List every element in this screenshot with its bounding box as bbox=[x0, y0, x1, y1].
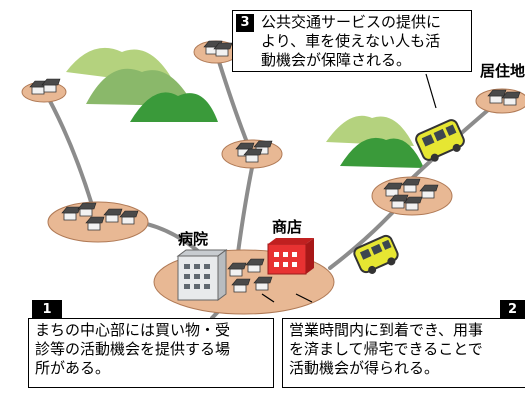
house-icon bbox=[501, 91, 521, 106]
callout-3-line-2: より、車を使えない人も活 bbox=[261, 32, 441, 50]
leader-lines bbox=[261, 73, 437, 303]
leader-line-3 bbox=[425, 73, 437, 109]
house-icon bbox=[85, 216, 105, 231]
mountains-right bbox=[326, 115, 424, 168]
shop-icon bbox=[267, 238, 314, 275]
callout-2-number: 2 bbox=[500, 300, 525, 320]
house-icon bbox=[41, 78, 61, 93]
mountains-left bbox=[66, 47, 218, 122]
houses bbox=[29, 40, 521, 293]
house-icon bbox=[419, 184, 439, 199]
house-icon bbox=[119, 210, 139, 225]
house-icon bbox=[245, 258, 265, 273]
callout-1-line-2: 診等の活動機会を提供する場 bbox=[35, 340, 231, 358]
callout-2: 営業時間内に到着でき、用事 を済まして帰宅できることで 活動機会が得られる。 bbox=[282, 318, 525, 388]
callout-3-line-3: 動機会が保障される。 bbox=[261, 51, 412, 69]
house-icon bbox=[243, 148, 263, 163]
hospital-icon bbox=[176, 249, 228, 301]
leader-line-2 bbox=[295, 293, 313, 303]
house-icon bbox=[227, 262, 247, 277]
house-icon bbox=[103, 208, 123, 223]
leader-line-1 bbox=[261, 293, 275, 303]
callout-2-line-2: を済まして帰宅できることで bbox=[289, 340, 483, 358]
mountain-icon bbox=[340, 137, 424, 168]
callout-1-line-3: 所がある。 bbox=[35, 359, 111, 377]
road bbox=[42, 88, 94, 207]
bus-icon bbox=[415, 119, 465, 162]
house-icon bbox=[487, 89, 507, 104]
callout-3-number: 3 bbox=[236, 14, 254, 32]
callout-2-line-3: 活動機会が得られる。 bbox=[289, 359, 440, 377]
callout-1: まちの中心部には買い物・受 診等の活動機会を提供する場 所がある。 bbox=[28, 318, 274, 388]
house-icon bbox=[403, 196, 423, 211]
house-icon bbox=[77, 202, 97, 217]
callout-1-number: 1 bbox=[32, 300, 62, 320]
callout-2-line-1: 営業時間内に到着でき、用事 bbox=[289, 321, 483, 339]
bus-icon bbox=[353, 234, 399, 274]
house-icon bbox=[231, 278, 251, 293]
house-icon bbox=[213, 42, 233, 57]
label-hospital: 病院 bbox=[178, 230, 209, 248]
mountain-icon bbox=[130, 92, 218, 122]
callout-1-line-1: まちの中心部には買い物・受 bbox=[35, 321, 231, 339]
house-icon bbox=[383, 182, 403, 197]
house-icon bbox=[29, 80, 49, 95]
house-icon bbox=[389, 194, 409, 209]
mountain-icon bbox=[326, 115, 414, 146]
callout-3-line-1: 公共交通サービスの提供に bbox=[261, 13, 442, 31]
label-residential: 居住地 bbox=[480, 62, 525, 80]
house-icon bbox=[253, 276, 273, 291]
house-icon bbox=[401, 178, 421, 193]
label-shop: 商店 bbox=[272, 218, 303, 236]
callout-3: 公共交通サービスの提供に より、車を使えない人も活 動機会が保障される。 bbox=[232, 10, 472, 72]
house-icon bbox=[235, 142, 255, 157]
